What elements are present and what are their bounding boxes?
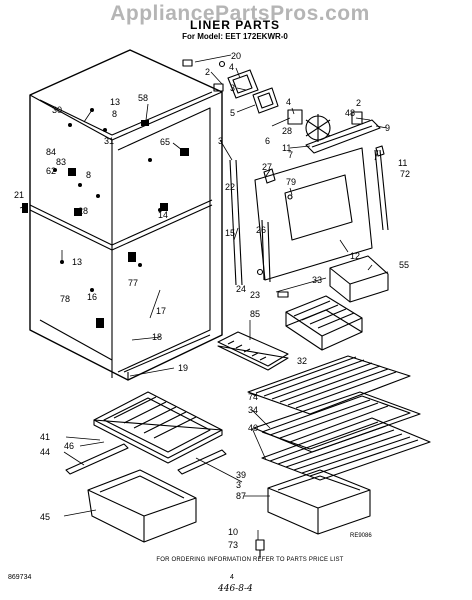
callout-label: 73 — [228, 540, 238, 550]
ice-cube-tray — [217, 331, 289, 371]
callout-label: 4 — [286, 97, 291, 107]
callout-label: 24 — [236, 284, 246, 294]
freezer-shelf — [93, 391, 223, 464]
callout-label: 46 — [64, 441, 74, 451]
callout-label: 10 — [228, 527, 238, 537]
callout-label: 7 — [288, 150, 293, 160]
callout-label: 14 — [158, 210, 168, 220]
callout-label: 41 — [40, 432, 50, 442]
callout-label: 13 — [110, 97, 120, 107]
callout-label: 77 — [128, 278, 138, 288]
callout-label: 40 — [248, 423, 258, 433]
document-number: 869734 — [8, 574, 32, 581]
callout-label: 21 — [14, 190, 24, 200]
shelf-rail-left — [65, 443, 129, 475]
page-number: 4 — [230, 574, 234, 581]
callout-label: 2 — [356, 98, 361, 108]
callout-label: 3 — [218, 136, 223, 146]
diagram-title: LINER PARTS — [189, 18, 281, 32]
callout-label: 62 — [46, 166, 56, 176]
ordering-note: FOR ORDERING INFORMATION REFER TO PARTS … — [156, 557, 344, 563]
callout-label: 83 — [56, 157, 66, 167]
callout-label: 79 — [286, 177, 296, 187]
callout-label: 58 — [138, 93, 148, 103]
callout-label: 48 — [345, 108, 355, 118]
callout-label: 84 — [46, 147, 56, 157]
callout-label: 87 — [236, 491, 246, 501]
callout-labels: 20 2 4 3 5 6 4 28 2 48 9 7 11 11 72 3 65… — [14, 51, 410, 550]
callout-label: 15 — [225, 228, 235, 238]
callout-label: 11 — [282, 143, 291, 153]
callout-label: 16 — [87, 292, 97, 302]
leader-lines — [19, 54, 388, 540]
freezer-pan — [87, 469, 197, 543]
callout-label: 55 — [399, 260, 409, 270]
handwritten-note: 446-8-4 — [218, 584, 253, 594]
callout-label: 8 — [86, 170, 91, 180]
crisper-drawer — [267, 469, 371, 535]
callout-label: 28 — [78, 206, 88, 216]
callout-label: 20 — [231, 51, 241, 61]
callout-label: 74 — [248, 392, 258, 402]
callout-label: 72 — [400, 169, 410, 179]
callout-label: 33 — [312, 275, 322, 285]
evaporator-fan-assembly — [287, 109, 389, 231]
callout-label: 23 — [250, 290, 260, 300]
callout-label: 39 — [236, 470, 246, 480]
upper-wire-shelf — [247, 355, 411, 415]
callout-label: 6 — [265, 136, 270, 146]
callout-label: 31 — [104, 136, 114, 146]
callout-label: 44 — [40, 447, 50, 457]
callout-label: 65 — [160, 137, 170, 147]
callout-label: 26 — [256, 225, 266, 235]
callout-label: 30 — [52, 105, 62, 115]
shelf-rail-right — [177, 449, 227, 475]
callout-label: 11 — [398, 158, 407, 168]
callout-label: 2 — [205, 67, 210, 77]
cabinet-fasteners — [22, 108, 189, 328]
callout-label: 85 — [250, 309, 260, 319]
callout-label: 19 — [178, 363, 188, 373]
callout-label: 18 — [152, 332, 162, 342]
callout-label: 4 — [229, 62, 234, 72]
rear-air-duct-panel — [229, 147, 373, 286]
callout-label: 13 — [72, 257, 82, 267]
callout-label: 27 — [262, 162, 272, 172]
callout-label: 9 — [385, 123, 390, 133]
shelf-support-frame — [277, 291, 363, 351]
callout-label: 8 — [112, 109, 117, 119]
callout-label: 12 — [350, 251, 360, 261]
liner-cabinet — [29, 49, 223, 381]
callout-label: 22 — [225, 182, 235, 192]
callout-label: 34 — [248, 405, 258, 415]
callout-label: 28 — [282, 126, 292, 136]
drawer-bracket — [255, 539, 265, 558]
callout-label: 5 — [230, 108, 235, 118]
callout-label: 32 — [297, 356, 307, 366]
glass-shelf — [261, 417, 431, 481]
callout-label: 17 — [156, 306, 166, 316]
callout-label: 3 — [230, 83, 235, 93]
figure-code: RE9086 — [350, 533, 372, 539]
callout-label: 78 — [60, 294, 70, 304]
callout-label: 3 — [236, 480, 241, 490]
light-housing — [182, 59, 279, 114]
watermark: AppliancePartsPros.com — [110, 2, 370, 25]
lower-wire-shelf — [253, 391, 421, 453]
dairy-tray — [329, 255, 389, 303]
callout-label: 45 — [40, 512, 50, 522]
diagram-subtitle: For Model: EET 172EKWR-0 — [182, 32, 288, 41]
